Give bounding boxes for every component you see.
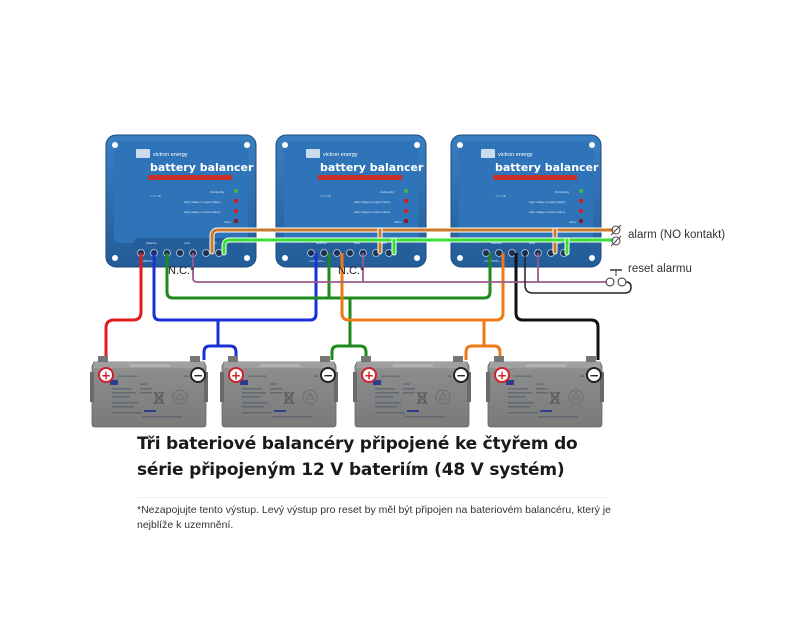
led-label-alarm: Alarm (569, 220, 577, 224)
nc-label-1: N.C.* (168, 265, 195, 277)
svg-text:−: − (193, 369, 203, 383)
led-label-on-standby: On/standby (210, 190, 225, 194)
led-label-alarm: Alarm (224, 220, 232, 224)
svg-text:−: − (323, 369, 333, 383)
alarm-label: alarm (NO kontakt) (628, 229, 725, 241)
led-label-on-standby: On/standby (380, 190, 395, 194)
nc-label-2: N.C.* (338, 265, 365, 277)
wire-red (104, 253, 143, 360)
title-line-2: série připojeným 12 V bateriím (48 V sys… (137, 460, 565, 480)
led-label-lower: High voltage on lower battery (184, 210, 221, 214)
battery-wires (104, 253, 600, 360)
battery-1: + − victron energy AGM CE (89, 355, 209, 428)
led-label-on-standby: On/standby (555, 190, 570, 194)
wire-blue-drop (202, 320, 238, 360)
battery-balancer-3: victron energy battery balancer ⚠ ⊡ CE O… (450, 134, 602, 268)
svg-text:−: − (589, 369, 599, 383)
alarm-terminal-icon (610, 224, 622, 247)
svg-text:−: − (456, 369, 466, 383)
footnote: *Nezapojujte tento výstup. Levý výstup p… (137, 504, 611, 531)
divider (137, 497, 607, 498)
battery-brand: victron energy (381, 374, 400, 378)
battery-brand: victron energy (514, 374, 533, 378)
balancer-marks: ⚠ ⊡ CE (150, 194, 161, 198)
wire-reset-black (524, 253, 632, 294)
led-label-lower: High voltage on lower battery (354, 210, 391, 214)
led-label-alarm: Alarm (394, 220, 402, 224)
led-label-upper: High voltage on upper battery (184, 200, 221, 204)
wire-reset-purple (192, 253, 606, 283)
led-label-upper: High voltage on upper battery (354, 200, 391, 204)
battery-ce: CE (447, 374, 451, 378)
battery-4: + − victron energy AGM CE (485, 355, 605, 428)
wire-alarm-orange (210, 228, 614, 254)
terminal-group-batteries: batteries (491, 241, 502, 245)
terminal-group-alarm: alarm (380, 241, 388, 245)
balancer-marks: ⚠ ⊡ CE (320, 194, 331, 198)
plus-terminal-icon: + (494, 367, 510, 383)
wire-black (514, 253, 600, 360)
svg-text:+: + (497, 369, 507, 383)
battery-type: AGM (270, 382, 277, 386)
wire-green-drop (330, 298, 368, 360)
balancer-name: battery balancer (320, 161, 424, 174)
reset-button-icon (605, 269, 627, 287)
battery-ce: CE (580, 374, 584, 378)
wire-alarm-green-taps (392, 238, 569, 255)
terminal-group-reset: reset (529, 241, 535, 245)
battery-brand: victron energy (118, 374, 137, 378)
terminal-group-batteries: batteries (146, 241, 157, 245)
plus-terminal-icon: + (98, 367, 114, 383)
reset-label: reset alarmu (628, 263, 692, 275)
battery-ce: CE (314, 374, 318, 378)
plus-terminal-icon: + (228, 367, 244, 383)
balancer-marks: ⚠ ⊡ CE (495, 194, 506, 198)
alarm-wires (209, 227, 615, 256)
wire-blue (152, 253, 318, 322)
terminal-group-batteries: batteries (316, 241, 327, 245)
balancer-name: battery balancer (495, 161, 599, 174)
reset-wires (192, 253, 632, 294)
battery-3: + − victron energy AGM CE (352, 355, 472, 428)
plus-terminal-icon: + (361, 367, 377, 383)
title-line-1: Tři bateriové balancéry připojené ke čty… (137, 434, 578, 454)
battery-balancer-1: victron energy battery balancer ⚠ ⊡ CE O… (105, 134, 257, 268)
battery-2: + − victron energy AGM CE (219, 355, 339, 428)
minus-terminal-icon: − (320, 367, 336, 383)
battery-type: AGM (536, 382, 543, 386)
wire-reset-purple-tap (362, 253, 539, 282)
wire-alarm-green (222, 238, 614, 255)
minus-terminal-icon: − (453, 367, 469, 383)
balancer-name: battery balancer (150, 161, 254, 174)
battery-brand: victron energy (248, 374, 267, 378)
led-label-upper: High voltage on upper battery (529, 200, 566, 204)
minus-terminal-icon: − (586, 367, 602, 383)
terminal-group-reset: reset (354, 241, 360, 245)
battery-balancer-2: victron energy battery balancer ⚠ ⊡ CE O… (275, 134, 427, 268)
wire-orange-drop (464, 320, 502, 360)
minus-terminal-icon: − (190, 367, 206, 383)
terminal-group-alarm: alarm (555, 241, 563, 245)
balancer-brand: victron energy (153, 152, 188, 158)
svg-text:+: + (231, 369, 241, 383)
terminal-caption: - COMMON + (138, 259, 156, 263)
wire-orange (340, 253, 505, 322)
balancer-brand: victron energy (498, 152, 533, 158)
svg-text:+: + (364, 369, 374, 383)
battery-type: AGM (140, 382, 147, 386)
led-label-lower: High voltage on lower battery (529, 210, 566, 214)
balancer-brand: victron energy (323, 152, 358, 158)
battery-ce: CE (184, 374, 188, 378)
battery-type: AGM (403, 382, 410, 386)
terminal-group-reset: reset (184, 241, 190, 245)
svg-text:+: + (101, 369, 111, 383)
diagram-title: Tři bateriové balancéry připojené ke čty… (137, 431, 657, 483)
terminal-caption: - COMMON + (483, 259, 501, 263)
